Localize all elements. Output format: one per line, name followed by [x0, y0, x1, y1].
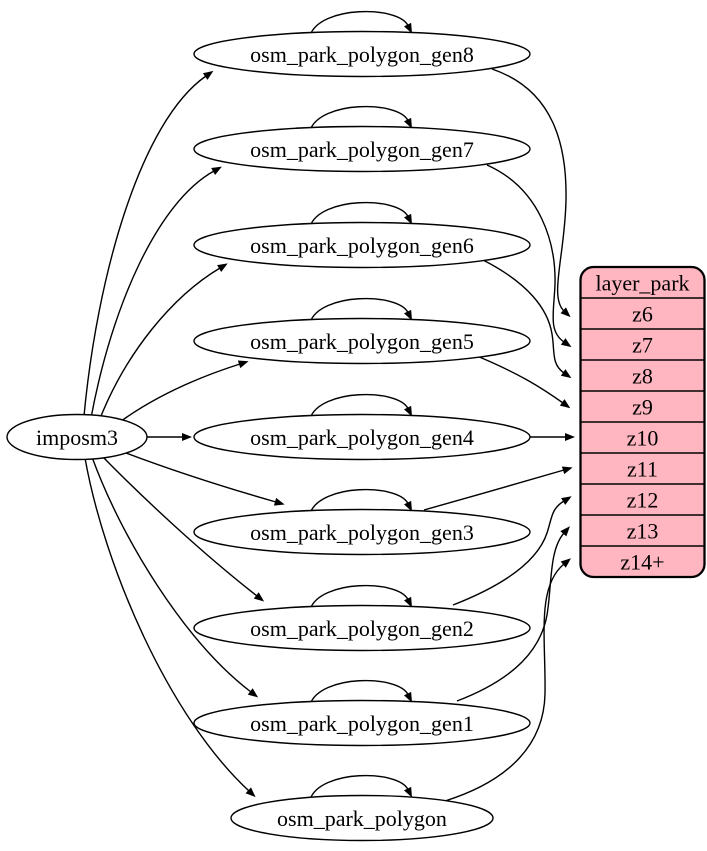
record-row-z8: z8: [632, 364, 653, 389]
edge-osm_park_polygon_gen1-z13: [456, 526, 570, 702]
selfloop-osm_park_polygon_gen5: [309, 297, 413, 323]
polygon-label: osm_park_polygon: [277, 806, 447, 831]
gen7-ellipse: [193, 125, 531, 173]
record-row-z10: z10: [627, 426, 659, 451]
gen8-label: osm_park_polygon_gen8: [250, 42, 474, 67]
gen4-label: osm_park_polygon_gen4: [250, 425, 474, 450]
selfloop-osm_park_polygon_gen6: [309, 201, 413, 227]
edge-imposm3-osm_park_polygon_gen1: [91, 456, 259, 698]
edge-imposm3-osm_park_polygon_gen5: [112, 360, 249, 428]
gen5-label: osm_park_polygon_gen5: [250, 329, 474, 354]
edge-osm_park_polygon_gen5-z9: [476, 355, 571, 409]
edge-osm_park_polygon_gen3-z11: [423, 466, 573, 511]
node-osm_park_polygon_gen4: osm_park_polygon_gen4: [193, 413, 531, 461]
record-row-z14plus: z14+: [620, 550, 664, 575]
node-osm_park_polygon_gen2: osm_park_polygon_gen2: [193, 604, 531, 652]
record-row-z6: z6: [632, 302, 653, 327]
selfloop-osm_park_polygon_gen3: [309, 488, 413, 514]
selfloop-osm_park_polygon: [309, 774, 413, 800]
selfloop-osm_park_polygon_gen1: [309, 679, 413, 705]
gen1-label: osm_park_polygon_gen1: [250, 711, 474, 736]
edge-imposm3-osm_park_polygon_gen2: [99, 453, 265, 602]
gen8-ellipse: [193, 30, 531, 78]
gen5-ellipse: [193, 317, 531, 365]
edge-imposm3-osm_park_polygon_gen3: [112, 447, 285, 506]
record-row-z11: z11: [627, 457, 658, 482]
selfloop-osm_park_polygon_gen2: [309, 584, 413, 610]
edge-imposm3-osm_park_polygon_gen7: [90, 166, 222, 419]
record-row-z13: z13: [627, 519, 659, 544]
gen7-label: osm_park_polygon_gen7: [250, 137, 474, 162]
gen6-label: osm_park_polygon_gen6: [250, 233, 474, 258]
layer_park-title: layer_park: [595, 271, 689, 296]
edge-osm_park_polygon_gen7-z7: [486, 164, 572, 348]
imposm3-ellipse: [6, 413, 148, 461]
gen3-label: osm_park_polygon_gen3: [250, 520, 474, 545]
gen2-label: osm_park_polygon_gen2: [250, 616, 474, 641]
gen1-ellipse: [193, 699, 531, 747]
gen6-ellipse: [193, 221, 531, 269]
gen4-ellipse: [193, 413, 531, 461]
record-row-z12: z12: [627, 488, 659, 513]
edge-osm_park_polygon_gen8-z6: [491, 68, 571, 318]
gen2-ellipse: [193, 604, 531, 652]
selfloop-osm_park_polygon_gen4: [309, 393, 413, 419]
node-osm_park_polygon: osm_park_polygon: [230, 794, 494, 842]
node-osm_park_polygon_gen3: osm_park_polygon_gen3: [193, 508, 531, 556]
record-row-z7: z7: [632, 333, 653, 358]
node-osm_park_polygon_gen5: osm_park_polygon_gen5: [193, 317, 531, 365]
node-osm_park_polygon_gen1: osm_park_polygon_gen1: [193, 699, 531, 747]
node-osm_park_polygon_gen6: osm_park_polygon_gen6: [193, 221, 531, 269]
edge-imposm3-osm_park_polygon_gen8: [83, 70, 214, 417]
selfloop-osm_park_polygon_gen7: [309, 105, 413, 131]
selfloop-osm_park_polygon_gen8: [309, 10, 413, 36]
edge-imposm3-osm_park_polygon_gen6: [98, 263, 228, 422]
edge-imposm3-osm_park_polygon: [84, 457, 256, 798]
node-osm_park_polygon_gen7: osm_park_polygon_gen7: [193, 125, 531, 173]
gen3-ellipse: [193, 508, 531, 556]
edge-osm_park_polygon_gen6-z8: [482, 259, 572, 379]
record-row-z9: z9: [632, 395, 653, 420]
imposm3-label: imposm3: [36, 425, 118, 450]
polygon-ellipse: [230, 794, 494, 842]
edge-osm_park_polygon-z14plus: [444, 558, 571, 802]
node-imposm3: imposm3: [6, 413, 148, 461]
node-layer_park: layer_park z6 z7 z8 z9 z10 z11 z12 z13 z…: [579, 265, 706, 579]
node-osm_park_polygon_gen8: osm_park_polygon_gen8: [193, 30, 531, 78]
edge-osm_park_polygon_gen2-z12: [452, 496, 572, 606]
